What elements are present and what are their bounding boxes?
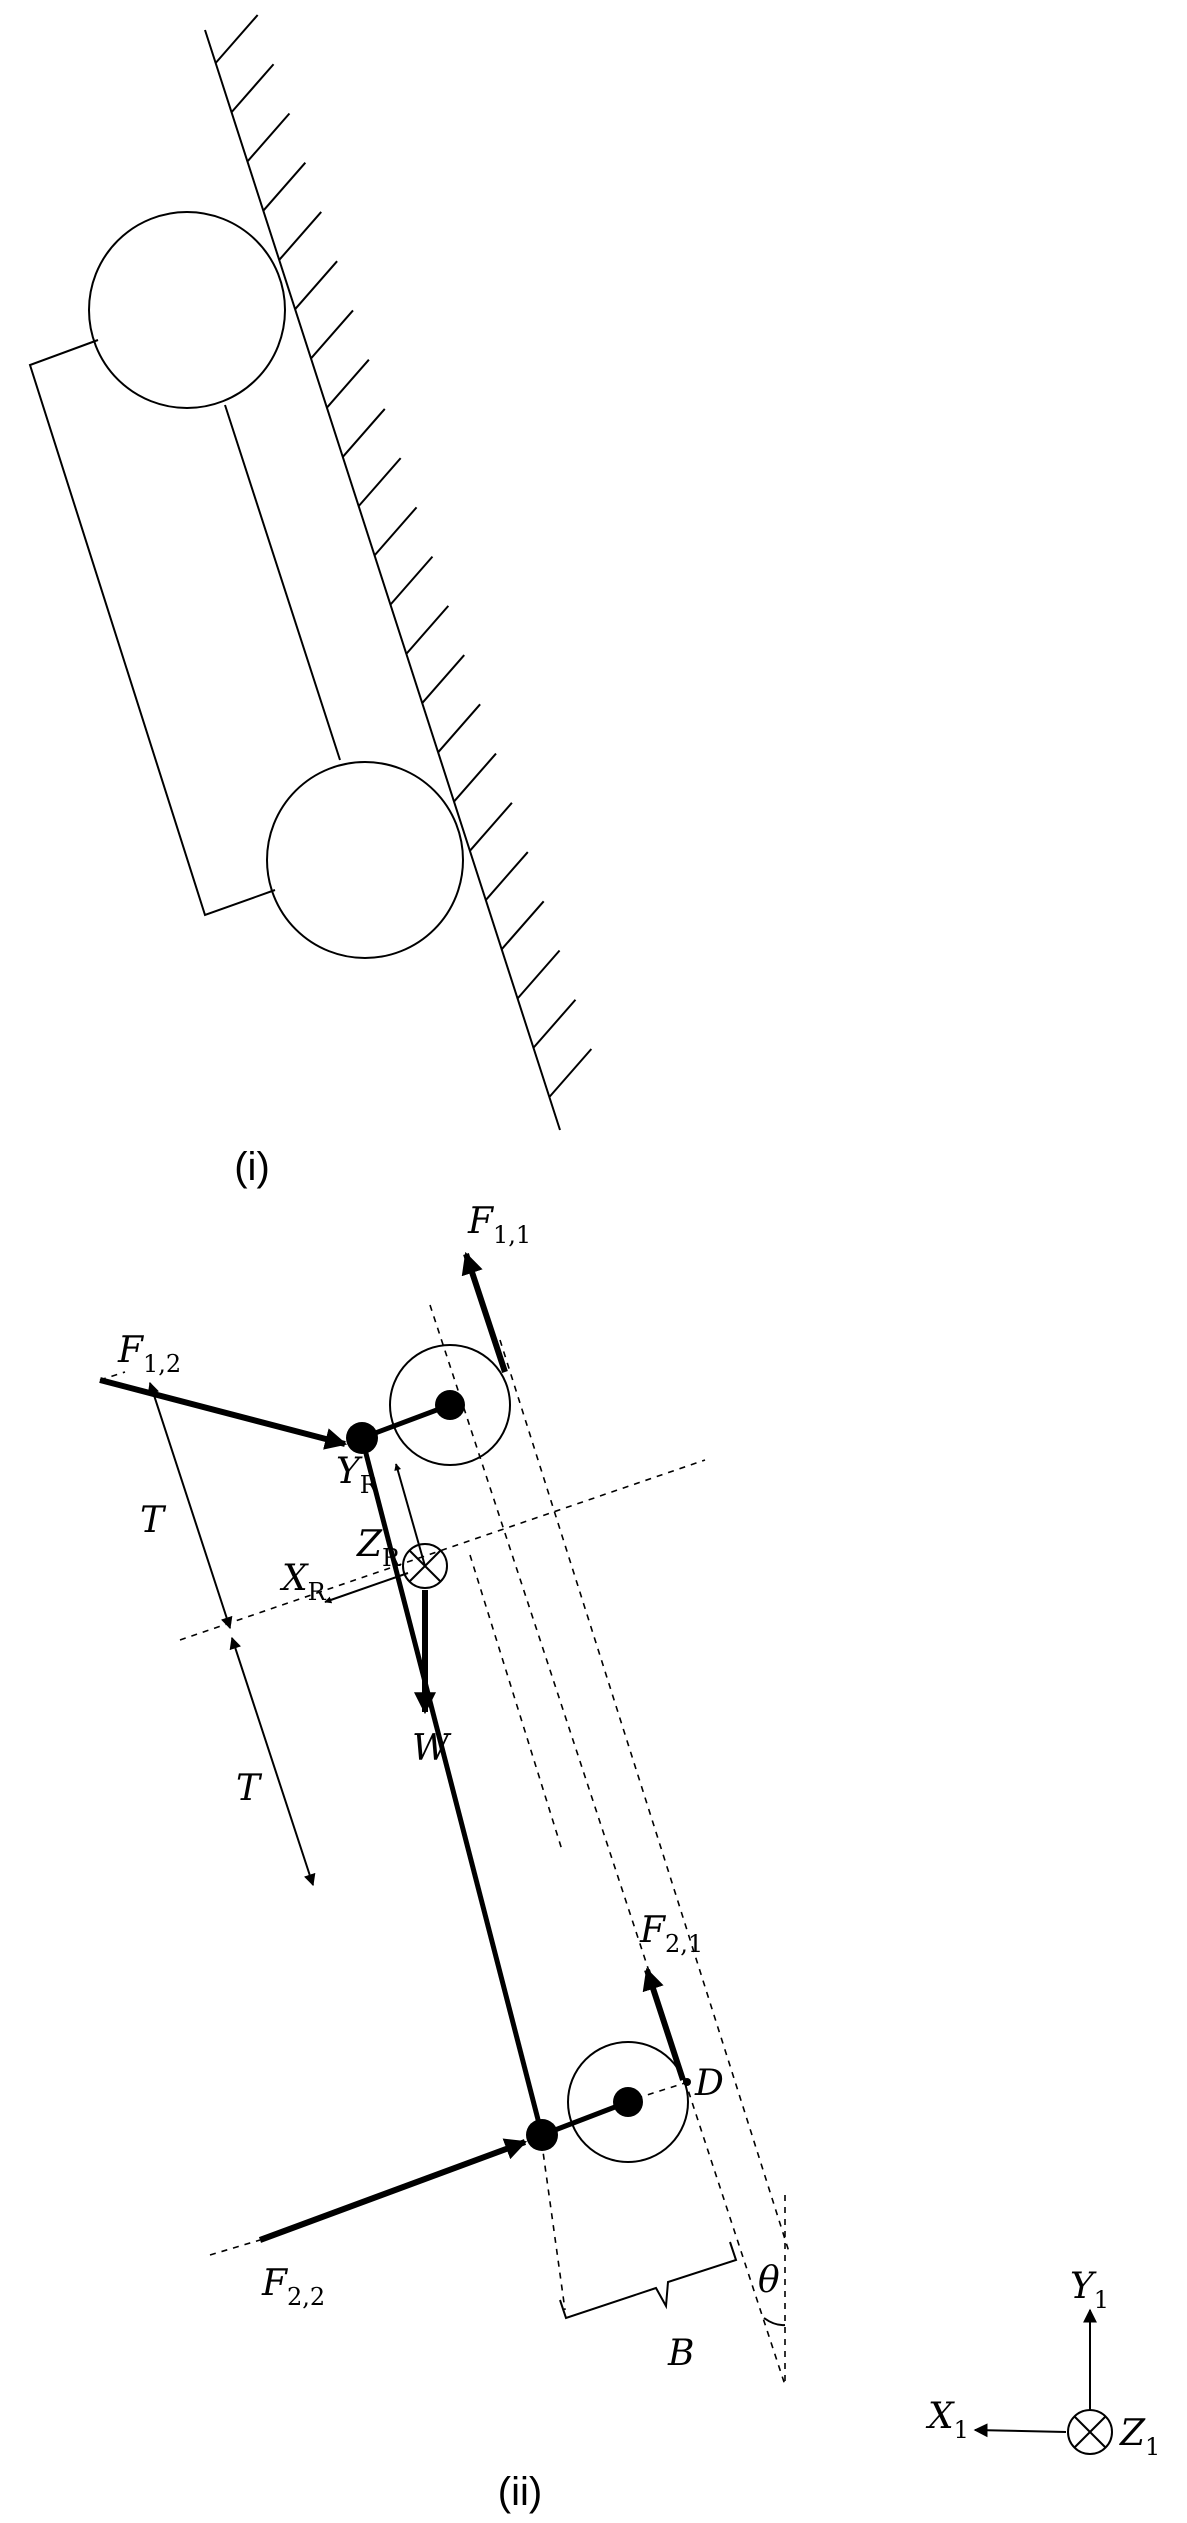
wall-hatch-mark — [453, 752, 497, 803]
wheel-contact-line — [429, 1304, 786, 2386]
dimension-t-upper — [147, 1381, 233, 1630]
label-f11: F1,1 — [467, 1201, 531, 1249]
wall-hatch-mark — [469, 802, 513, 852]
wall-hatch-mark — [485, 851, 529, 901]
zr-axis-into-page-symbol — [402, 1543, 448, 1589]
force-f11-arrow — [461, 1251, 508, 1373]
wall-hatch-mark — [262, 162, 307, 212]
panel-ii-diagram — [99, 1251, 791, 2386]
wall-hatching — [214, 14, 593, 1098]
wall-hatch-mark — [373, 506, 418, 557]
inclined-wall — [204, 29, 561, 1131]
dimension-b-brace — [559, 2241, 738, 2320]
label-theta: θ — [758, 2260, 780, 2301]
lower-body-joint — [526, 2119, 558, 2151]
yr-axis-arrow — [394, 1463, 426, 1567]
label-xr: XR — [279, 1558, 327, 1606]
dimension-t-lower — [229, 1636, 316, 1887]
wall-hatch-mark — [310, 309, 354, 360]
label-z1: Z1 — [1119, 2413, 1160, 2461]
label-f22: F2,2 — [261, 2263, 325, 2311]
wall-hatch-mark — [500, 900, 545, 950]
upper-wheel-ii — [389, 1344, 511, 1466]
wall-hatch-mark — [548, 1048, 593, 1098]
wall-hatch-mark — [230, 63, 275, 113]
lower-wheel — [266, 761, 464, 959]
inner-offset-line — [469, 1554, 563, 1851]
label-zr: ZR — [356, 1524, 401, 1572]
panel-i-caption: (i) — [234, 1145, 270, 1189]
force-f21-arrow — [642, 1967, 686, 2081]
contact-point-d — [683, 2078, 691, 2086]
label-x1: X1 — [925, 2396, 969, 2444]
wall-hatch-mark — [326, 359, 370, 409]
outer-wall-line — [499, 1339, 791, 2256]
label-t-upper: T — [140, 1500, 167, 1541]
label-y1: Y1 — [1070, 2266, 1109, 2314]
wall-hatch-mark — [437, 703, 481, 753]
panel-ii-caption: (ii) — [498, 2470, 542, 2514]
lower-force-extension — [209, 2239, 261, 2256]
wall-hatch-mark — [342, 408, 386, 458]
wall-hatch-mark — [532, 999, 577, 1049]
label-b: B — [667, 2333, 694, 2374]
label-f21: F2,1 — [639, 1910, 703, 1958]
upper-body-joint — [346, 1422, 378, 1454]
force-f12-arrow — [99, 1377, 348, 1450]
label-f12: F1,2 — [117, 1330, 181, 1378]
wall-hatch-mark — [294, 260, 338, 310]
label-d: D — [694, 2063, 724, 2104]
wall-hatch-mark — [278, 211, 322, 261]
panel-i-diagram — [28, 14, 593, 1131]
body-rear-edge — [224, 404, 341, 761]
label-yr: YR — [336, 1451, 379, 1499]
wall-hatch-mark — [516, 949, 561, 1000]
com-transverse-axis — [179, 1459, 706, 1641]
lower-wheel-ii — [567, 2041, 689, 2163]
global-frame — [973, 2308, 1113, 2455]
wall-hatch-mark — [421, 654, 465, 704]
force-f22-arrow — [258, 2138, 528, 2243]
label-t-lower: T — [236, 1768, 263, 1809]
wall-hatch-mark — [246, 112, 291, 163]
wall-hatch-mark — [405, 605, 450, 655]
upper-wheel — [88, 211, 286, 409]
xr-axis-arrow — [324, 1572, 409, 1604]
angle-theta-arc — [763, 2317, 786, 2327]
label-w: W — [412, 1728, 452, 1769]
wall-hatch-mark — [357, 457, 402, 507]
dim-b-left-extension — [539, 2129, 566, 2311]
z1-axis-into-page-symbol — [1067, 2409, 1113, 2455]
wall-hatch-mark — [214, 14, 259, 64]
x1-axis-arrow — [973, 2423, 1067, 2438]
wall-hatch-mark — [389, 555, 434, 606]
robot-body-outline — [28, 339, 276, 917]
robot-body-link — [359, 1437, 545, 2136]
